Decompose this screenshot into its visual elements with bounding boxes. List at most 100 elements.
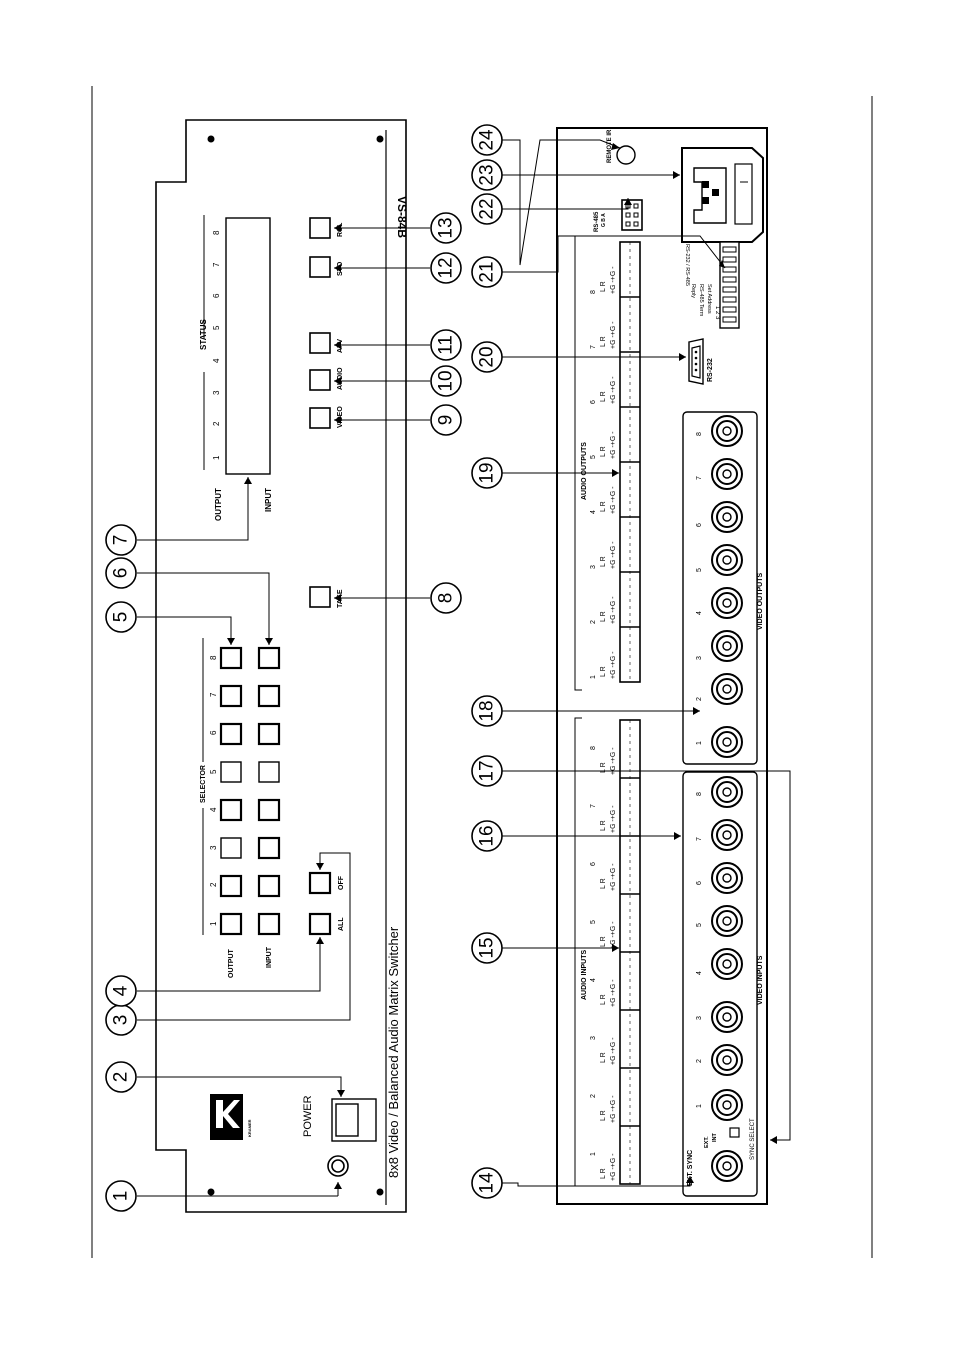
svg-text:1: 1	[590, 1152, 597, 1156]
svg-text:6: 6	[212, 293, 221, 298]
svg-text:8: 8	[696, 792, 703, 796]
output-button[interactable]	[219, 684, 243, 708]
svg-text:7: 7	[590, 345, 597, 349]
output-button[interactable]	[220, 761, 242, 783]
input-selector-buttons	[257, 646, 281, 936]
sync-select-switch[interactable]	[729, 1127, 740, 1138]
svg-text:3: 3	[696, 1016, 703, 1020]
input-button[interactable]	[257, 798, 281, 822]
callout-7: 7	[105, 524, 137, 556]
output-button[interactable]	[219, 722, 243, 746]
audio-outputs-pin-labels: +G -+G - +G -+G - +G -+G - +G -+G - +G -…	[600, 266, 617, 679]
svg-text:+G -+G -: +G -+G -	[610, 376, 617, 404]
svg-text:9: 9	[436, 415, 457, 426]
svg-text:+G -+G -: +G -+G -	[610, 486, 617, 514]
svg-text:L R: L R	[600, 820, 607, 831]
svg-text:5: 5	[696, 923, 703, 927]
svg-text:6: 6	[111, 568, 132, 579]
svg-text:7: 7	[111, 535, 132, 546]
dip-set-address-label: Set Address	[706, 284, 712, 314]
input-button[interactable]	[258, 761, 280, 783]
remote-ir-icon	[616, 145, 636, 165]
rs485-label: RS-485	[594, 211, 600, 232]
output-button[interactable]	[220, 837, 242, 859]
svg-text:+G -+G -: +G -+G -	[610, 1037, 617, 1065]
svg-text:L R: L R	[600, 556, 607, 567]
output-button[interactable]	[219, 874, 243, 898]
svg-text:12: 12	[436, 257, 457, 278]
status-display	[225, 217, 271, 475]
svg-text:L R: L R	[600, 446, 607, 457]
input-button[interactable]	[257, 912, 281, 936]
callout-20: 20	[471, 341, 503, 373]
audio-inputs-label: AUDIO INPUTS	[581, 950, 588, 1001]
callout-19: 19	[471, 457, 503, 489]
callout-14: 14	[471, 1167, 503, 1199]
svg-text:1: 1	[696, 741, 703, 745]
input-button[interactable]	[257, 722, 281, 746]
output-button[interactable]	[219, 912, 243, 936]
svg-text:2: 2	[212, 421, 221, 426]
callout-12: 12	[430, 252, 462, 284]
svg-text:5: 5	[696, 568, 703, 572]
svg-text:L R: L R	[600, 336, 607, 347]
output-button[interactable]	[219, 646, 243, 670]
svg-text:2: 2	[111, 1072, 132, 1083]
svg-text:5: 5	[209, 769, 218, 774]
rcl-button[interactable]	[309, 217, 331, 239]
input-button[interactable]	[257, 836, 281, 860]
status-output-label: OUTPUT	[214, 488, 223, 521]
output-selector-buttons	[219, 646, 243, 936]
ext-sync-label: EXT. SYNC	[687, 1150, 694, 1186]
svg-text:21: 21	[477, 261, 498, 282]
audio-outputs-label: AUDIO OUTPUTS	[581, 442, 588, 500]
svg-text:3: 3	[590, 1036, 597, 1040]
svg-text:L R: L R	[600, 936, 607, 947]
description-label: 8x8 Video / Balanced Audio Matrix Switch…	[386, 926, 401, 1178]
svg-text:8: 8	[209, 655, 218, 660]
svg-text:17: 17	[477, 760, 498, 781]
callout-9: 9	[430, 404, 462, 436]
svg-text:3: 3	[209, 845, 218, 850]
video-button[interactable]	[309, 407, 331, 429]
callout-2: 2	[105, 1061, 137, 1093]
callout-18: 18	[471, 695, 503, 727]
input-button[interactable]	[257, 646, 281, 670]
svg-text:L R: L R	[600, 762, 607, 773]
callout-10: 10	[430, 365, 462, 397]
svg-text:4: 4	[696, 971, 703, 975]
all-button[interactable]	[308, 912, 332, 936]
svg-text:+G -+G -: +G -+G -	[610, 541, 617, 569]
svg-text:7: 7	[696, 837, 703, 841]
input-button[interactable]	[257, 684, 281, 708]
svg-text:1: 1	[696, 1104, 703, 1108]
callout-15: 15	[471, 932, 503, 964]
svg-text:L R: L R	[600, 1110, 607, 1121]
svg-text:18: 18	[477, 700, 498, 721]
svg-text:22: 22	[477, 198, 498, 219]
off-button[interactable]	[308, 871, 332, 895]
svg-text:23: 23	[477, 164, 498, 185]
callout-21: 21	[471, 256, 503, 288]
svg-text:3: 3	[111, 1015, 132, 1026]
take-button[interactable]	[309, 586, 331, 608]
svg-text:+G -+G -: +G -+G -	[610, 979, 617, 1007]
dip-rs485-term-label: RS-485 Term	[698, 284, 704, 317]
audio-button[interactable]	[309, 369, 331, 391]
afv-button[interactable]	[309, 332, 331, 354]
svg-text:L R: L R	[600, 611, 607, 622]
rear-panel: REMOTE IR RS-485 G B A	[556, 127, 768, 1205]
callout-24: 24	[471, 124, 503, 156]
kramer-logo: KRAMER	[210, 1094, 252, 1140]
svg-text:1: 1	[209, 921, 218, 926]
off-button-label: OFF	[338, 875, 345, 890]
rs485-terminal	[621, 199, 643, 231]
svg-text:10: 10	[436, 370, 457, 391]
callout-3: 3	[105, 1004, 137, 1036]
output-button[interactable]	[219, 798, 243, 822]
callout-leaders	[137, 139, 791, 1197]
sto-button[interactable]	[309, 256, 331, 278]
input-button[interactable]	[257, 874, 281, 898]
svg-text:8: 8	[212, 230, 221, 235]
svg-text:1: 1	[111, 1191, 132, 1202]
